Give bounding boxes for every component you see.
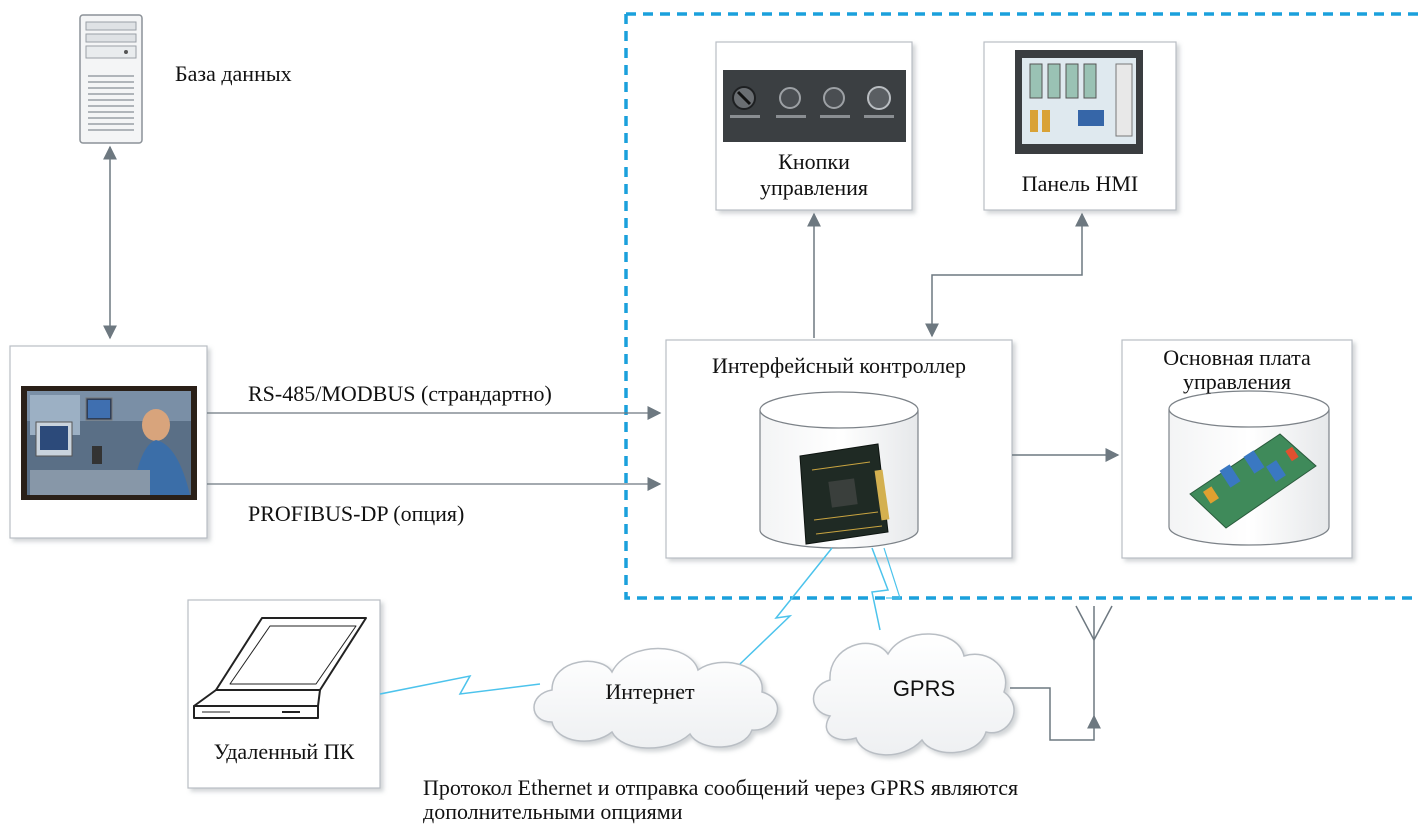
footnote-line-1: Протокол Ethernet и отправка сообщений ч… [423,775,1019,800]
control-buttons-label-1: Кнопки [778,149,850,174]
internet-label: Интернет [605,679,695,704]
database-label: База данных [175,61,292,86]
internet-cloud [533,647,779,749]
main-board-box [1121,339,1353,559]
operator-photo-icon [21,386,197,500]
button-panel-icon [723,70,906,142]
circuit-board-icon [799,443,890,545]
touch-screen-icon [1015,50,1143,154]
gprs-antenna-link [1010,687,1101,741]
control-buttons-box [715,41,913,211]
cloud-icon [533,647,779,749]
control-board-icon [1189,433,1317,529]
operator-station-box [9,345,208,539]
gprs-cloud [812,633,1015,756]
profibus-label: PROFIBUS-DP (опция) [248,501,465,526]
hmi-panel-label: Панель HMI [1021,171,1139,196]
server-tower-icon [79,14,143,144]
controller-internet-wireless [739,547,833,665]
controller-gprs-wireless-2 [883,547,901,599]
remote-pc-box [187,599,381,789]
control-buttons-label-2: управления [759,175,869,200]
interface-controller-box [665,339,1013,559]
interface-controller-label: Интерфейсный контроллер [711,353,967,378]
antenna-icon [1075,605,1113,716]
main-board-label-2: управления [1182,369,1292,394]
gprs-label: GPRS [892,676,956,701]
hmi-panel-box [983,41,1177,211]
controller-gprs-wireless [871,547,890,631]
rs485-label: RS-485/MODBUS (страндартно) [248,381,552,406]
footnote-line-2: дополнительными опциями [423,799,683,824]
remote-pc-label: Удаленный ПК [213,739,355,764]
laptop-icon [193,617,367,719]
cloud-icon [812,633,1015,756]
laptop-internet-wireless [379,674,541,695]
system-boundary [624,12,1418,600]
hmi-link [925,212,1089,338]
main-board-label-1: Основная плата [1163,345,1311,370]
